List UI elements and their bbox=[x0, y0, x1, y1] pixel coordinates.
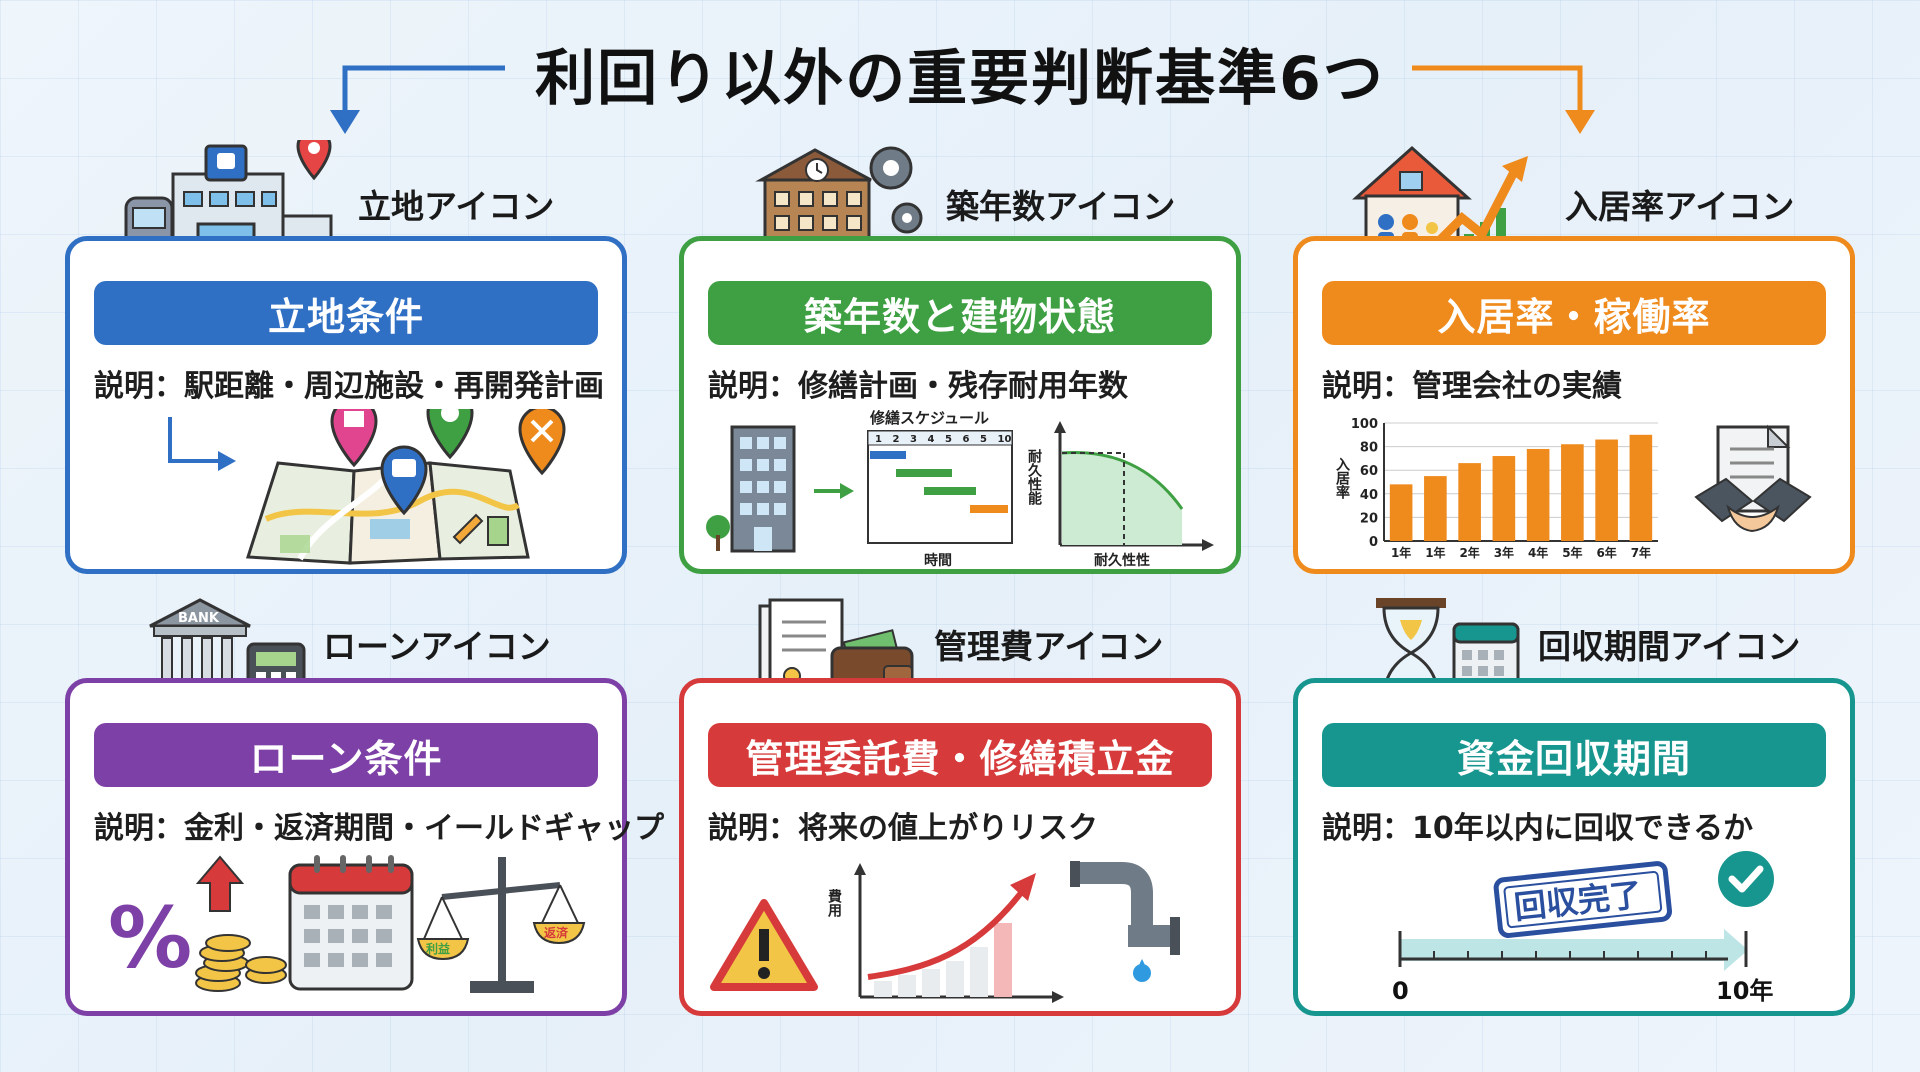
shop-pin-icon bbox=[330, 397, 378, 468]
y-tick-label: 80 bbox=[1360, 441, 1378, 456]
card-desc-management-fee: 説明：将来の値上がりリスク bbox=[708, 811, 1098, 846]
y-tick-label: 60 bbox=[1360, 464, 1378, 479]
left-arrow-head bbox=[330, 110, 360, 134]
page-title: 利回り以外の重要判断基準6つ bbox=[535, 44, 1385, 114]
icon-label-location: 立地アイコン bbox=[358, 187, 555, 226]
bank-label: BANK bbox=[178, 611, 220, 626]
folded-map bbox=[245, 461, 530, 565]
bar bbox=[1492, 456, 1516, 541]
card-management-fee: 管理委託費・修繕積立金 説明：将来の値上がりリスク 費用 bbox=[679, 678, 1241, 1016]
schedule-col-label: 6 bbox=[963, 434, 970, 445]
bar bbox=[1424, 476, 1447, 541]
bar bbox=[1389, 484, 1413, 541]
x-tick-label: 2年 bbox=[1459, 545, 1479, 560]
schedule-col-label: 1 bbox=[875, 434, 882, 445]
bar bbox=[1561, 444, 1584, 541]
payback-timeline: 0 10年 bbox=[1392, 929, 1773, 1005]
y-tick-label: 0 bbox=[1369, 535, 1378, 550]
card-desc-payback: 説明：10年以内に回収できるか bbox=[1322, 811, 1754, 846]
park-pin-icon bbox=[426, 389, 474, 460]
card-header-age: 築年数と建物状態 bbox=[708, 281, 1212, 345]
card-loan: ローン条件 説明：金利・返済期間・イールドギャップ % bbox=[65, 678, 664, 1016]
x-tick-label: 6年 bbox=[1596, 545, 1616, 560]
right-arrow-line bbox=[1412, 65, 1583, 120]
timeline-end-label: 10年 bbox=[1716, 977, 1773, 1005]
leaking-pipe-icon bbox=[1070, 861, 1180, 982]
rising-cost-chart: 費用 bbox=[826, 863, 1064, 1003]
card-desc-occupancy: 説明：管理会社の実績 bbox=[1322, 369, 1622, 404]
schedule-col-label: 5 bbox=[945, 434, 952, 445]
schedule-title: 修繕スケジュール bbox=[869, 409, 989, 427]
card-desc-loan: 説明：金利・返済期間・イールドギャップ bbox=[94, 811, 664, 846]
schedule-col-label: 5 bbox=[980, 434, 987, 445]
x-tick-label: 4年 bbox=[1528, 545, 1548, 560]
x-tick-label: 7年 bbox=[1631, 545, 1651, 560]
title-arrows bbox=[330, 65, 1595, 134]
scale-right-label: 返済 bbox=[544, 925, 569, 940]
card-header-location: 立地条件 bbox=[94, 281, 598, 345]
apartment-building-icon bbox=[706, 425, 796, 553]
bar bbox=[1595, 439, 1618, 541]
payback-visual: 0 10年 回収完了 bbox=[1298, 851, 1850, 1013]
y-tick-label: 40 bbox=[1360, 488, 1378, 503]
cost-chart-ylabel: 費用 bbox=[826, 888, 842, 918]
card-desc-location: 説明：駅距離・周辺施設・再開発計画 bbox=[94, 369, 604, 404]
calendar-icon bbox=[288, 855, 414, 991]
durability-curve-chart: 耐久性能 耐久性性 bbox=[1026, 421, 1214, 569]
x-tick-label: 1年 bbox=[1391, 545, 1411, 560]
icon-label-loan: ローンアイコン bbox=[323, 627, 551, 666]
schedule-col-label: 4 bbox=[928, 434, 935, 445]
icon-label-payback: 回収期間アイコン bbox=[1538, 627, 1801, 666]
card-occupancy: 入居率・稼働率 説明：管理会社の実績 入居率 0 20 40 60 80 100 1年 1年 2… bbox=[1293, 236, 1855, 574]
payback-complete-stamp: 回収完了 bbox=[1493, 861, 1672, 938]
occupancy-bar-chart: 入居率 0 20 40 60 80 100 1年 1年 2年 3年 4年 5年 6年 7年 bbox=[1334, 417, 1658, 560]
right-arrow-head bbox=[1565, 110, 1595, 134]
durability-ylabel: 耐久性能 bbox=[1026, 448, 1043, 506]
x-tick-label: 1年 bbox=[1425, 545, 1445, 560]
bus-pin-icon bbox=[380, 445, 428, 516]
warning-icon bbox=[710, 899, 818, 991]
card-header-loan: ローン条件 bbox=[94, 723, 598, 787]
durability-xlabel: 耐久性性 bbox=[1094, 552, 1150, 569]
occupancy-visual: 入居率 0 20 40 60 80 100 1年 1年 2年 3年 4年 5年 6年 7年 bbox=[1298, 409, 1850, 571]
schedule-col-label: 2 bbox=[893, 434, 900, 445]
card-desc-age: 説明：修繕計画・残存耐用年数 bbox=[708, 369, 1128, 404]
map-arrow-head bbox=[218, 451, 236, 471]
management-fee-visual: 費用 bbox=[684, 851, 1236, 1013]
loan-visual: % bbox=[70, 851, 622, 1013]
schedule-col-label: 3 bbox=[910, 434, 917, 445]
left-arrow-line bbox=[342, 65, 505, 120]
scale-left-label: 利益 bbox=[426, 941, 450, 956]
card-header-occupancy: 入居率・稼働率 bbox=[1322, 281, 1826, 345]
bar bbox=[1629, 434, 1653, 541]
map-arrow-line bbox=[168, 417, 220, 463]
bar bbox=[1458, 463, 1481, 541]
x-tick-label: 3年 bbox=[1494, 545, 1514, 560]
y-tick-label: 100 bbox=[1351, 417, 1378, 432]
contract-handshake-icon bbox=[1694, 424, 1812, 533]
card-building-age: 築年数と建物状態 説明：修繕計画・残存耐用年数 修繕スケジュール bbox=[679, 236, 1241, 574]
timeline-start-label: 0 bbox=[1392, 977, 1409, 1005]
icon-label-age: 築年数アイコン bbox=[946, 187, 1176, 226]
schedule-xlabel: 時間 bbox=[924, 552, 952, 569]
card-header-management-fee: 管理委託費・修繕積立金 bbox=[708, 723, 1212, 787]
icon-label-occupancy: 入居率アイコン bbox=[1565, 187, 1795, 226]
location-map-visual bbox=[70, 389, 622, 571]
x-tick-label: 5年 bbox=[1562, 545, 1582, 560]
card-location: 立地条件 説明：駅距離・周辺施設・再開発計画 bbox=[65, 236, 627, 574]
schedule-col-label: 10 bbox=[998, 434, 1012, 445]
percent-symbol: % bbox=[108, 889, 192, 987]
chart-ylabel: 入居率 bbox=[1334, 457, 1350, 500]
y-tick-label: 20 bbox=[1360, 511, 1378, 526]
interest-rate-icon: % bbox=[108, 855, 287, 992]
card-payback: 資金回収期間 説明：10年以内に回収できるか 0 10年 bbox=[1293, 678, 1855, 1016]
tools-pin-icon bbox=[518, 405, 566, 476]
icon-label-management-fee: 管理費アイコン bbox=[934, 627, 1164, 666]
balance-scale-icon: 利益 返済 bbox=[416, 857, 586, 993]
check-circle-icon bbox=[1718, 851, 1774, 907]
bar bbox=[1526, 448, 1550, 541]
card-header-payback: 資金回収期間 bbox=[1322, 723, 1826, 787]
